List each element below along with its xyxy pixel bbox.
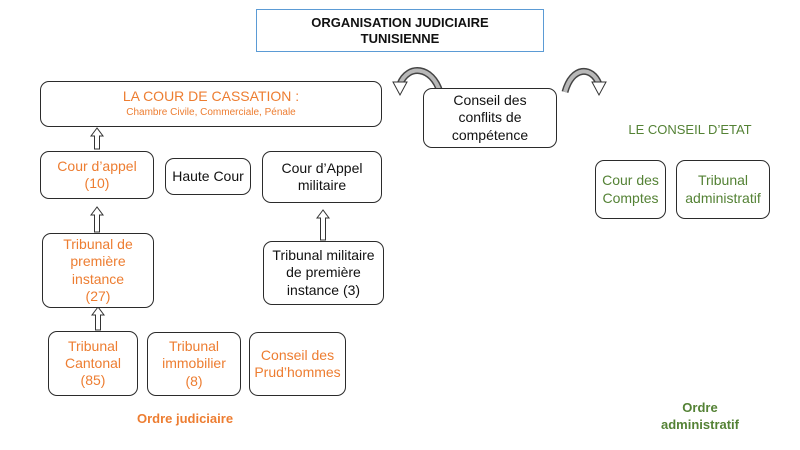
cour-appel-line-1: Cour d’appel <box>57 157 137 174</box>
immobilier-line-1: Tribunal <box>168 338 220 355</box>
conflits-line-2: conflits de <box>458 109 522 126</box>
cour-appel-militaire-line-1: Cour d’Appel <box>281 159 363 176</box>
curved-arrow-right <box>561 67 607 97</box>
prudhommes-line-2: Prud’hommes <box>254 364 341 380</box>
haute-cour-box: Haute Cour <box>165 158 251 195</box>
title-line-2: TUNISIENNE <box>360 30 440 46</box>
conseil-des-conflits-box: Conseil des conflits de compétence <box>423 88 557 148</box>
conseil-etat-label: LE CONSEIL D’ETAT <box>628 122 752 137</box>
cour-de-cassation-box: LA COUR DE CASSATION : Chambre Civile, C… <box>40 81 382 127</box>
arrow-tpi-to-appel <box>90 206 104 233</box>
ordre-administratif-label: Ordre administratif <box>640 400 760 434</box>
cassation-title: LA COUR DE CASSATION : <box>122 88 300 105</box>
arrow-appel-to-cassation <box>90 127 104 150</box>
cour-appel-line-2: (10) <box>84 175 110 191</box>
ordre-judiciaire-label: Ordre judiciaire <box>136 411 234 426</box>
immobilier-line-3: (8) <box>185 372 203 389</box>
tadmin-line-2: administratif <box>685 189 761 206</box>
conflits-line-3: compétence <box>451 126 529 143</box>
arrow-tmpi-to-appel-militaire <box>316 209 330 241</box>
cantonal-line-2: Cantonal <box>64 354 122 371</box>
tribunal-militaire-line-1: Tribunal militaire <box>272 247 375 264</box>
cour-appel-militaire-line-2: militaire <box>297 177 347 193</box>
comptes-line-2: Comptes <box>602 189 659 206</box>
prudhommes-line-1: Conseil des <box>260 346 335 363</box>
haute-cour-label: Haute Cour <box>172 167 244 184</box>
tpi-line-2: première <box>70 253 126 270</box>
title-line-1: ORGANISATION JUDICIAIRE <box>311 14 489 30</box>
cantonal-line-1: Tribunal <box>67 337 119 354</box>
conflits-line-1: Conseil des <box>453 92 527 109</box>
diagram-title: ORGANISATION JUDICIAIRE TUNISIENNE <box>256 9 544 52</box>
tpi-line-4: (27) <box>85 287 111 304</box>
arrow-cantonal-to-tpi <box>91 306 105 331</box>
tadmin-line-1: Tribunal <box>697 172 749 189</box>
comptes-line-1: Cour des <box>602 172 659 189</box>
cantonal-line-3: (85) <box>80 372 106 389</box>
tribunal-militaire-box: Tribunal militaire de première instance … <box>263 241 384 305</box>
curved-arrow-left <box>392 67 444 97</box>
cour-appel-box: Cour d’appel (10) <box>40 151 154 199</box>
tribunal-cantonal-box: Tribunal Cantonal (85) <box>48 331 138 396</box>
cour-des-comptes-box: Cour des Comptes <box>595 160 666 219</box>
tribunal-administratif-box: Tribunal administratif <box>676 160 770 219</box>
immobilier-line-2: immobilier <box>162 355 226 372</box>
cassation-chambers: Chambre Civile, Commerciale, Pénale <box>126 107 296 119</box>
cour-appel-militaire-box: Cour d’Appel militaire <box>262 151 382 203</box>
conseil-prudhommes-box: Conseil des Prud’hommes <box>249 332 346 396</box>
ordre-administratif-line-1: Ordre <box>682 400 718 415</box>
tribunal-premiere-instance-box: Tribunal de première instance (27) <box>42 233 154 308</box>
tribunal-militaire-line-2: de première <box>286 264 361 281</box>
tpi-line-1: Tribunal de <box>63 236 133 253</box>
tribunal-immobilier-box: Tribunal immobilier (8) <box>147 332 241 396</box>
tpi-line-3: instance <box>71 270 125 287</box>
ordre-administratif-line-2: administratif <box>660 416 739 432</box>
tribunal-militaire-line-3: instance (3) <box>286 281 361 298</box>
